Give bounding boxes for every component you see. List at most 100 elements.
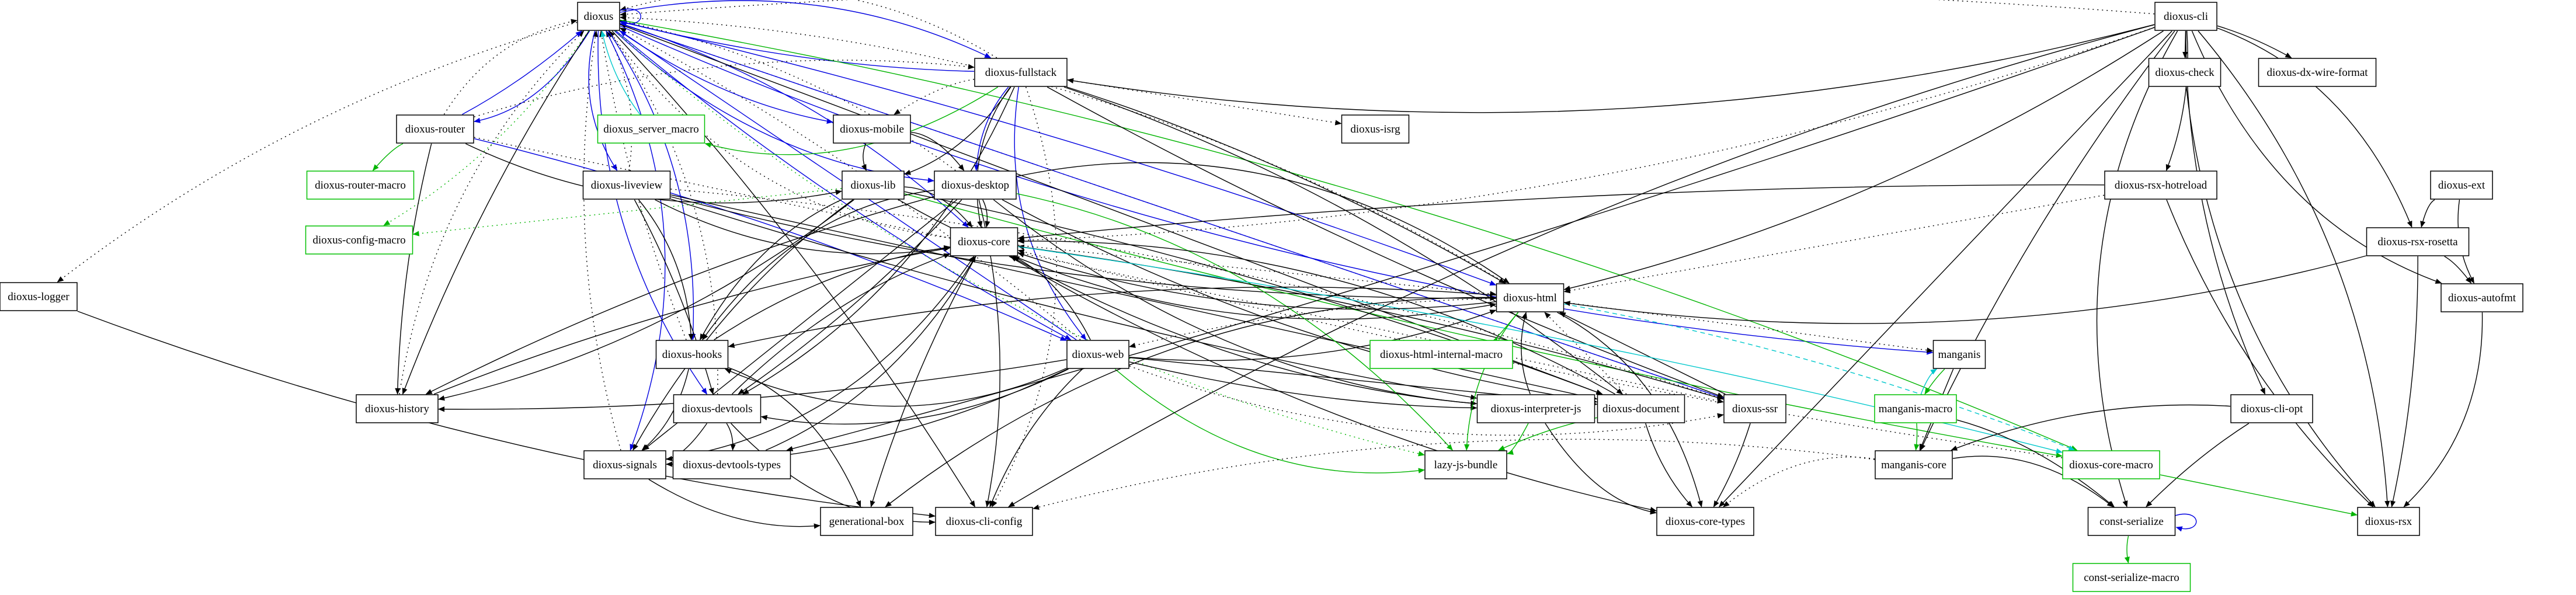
- graph-edge-dioxus-desktop-to-lazy-js-bundle: [1016, 193, 1453, 451]
- graph-edge-dioxus-cli-to-dioxus-core-types: [1719, 30, 2172, 507]
- crate-box: [673, 394, 762, 423]
- graph-edge-dioxus-router-to-dioxus: [443, 19, 578, 115]
- graph-edge-dioxus-web-to-dioxus-hooks: [724, 368, 1067, 407]
- graph-node-dioxus_server_macro: dioxus_server_macro: [597, 114, 705, 144]
- graph-edge-manganis-macro-to-const-serialize: [1956, 419, 2115, 507]
- graph-edge-dioxus-cli-to-dioxus-cli-config: [1008, 24, 2155, 507]
- crate-label-dioxus-html-internal-macro: dioxus-html-internal-macro: [1380, 349, 1503, 361]
- graph-edge-dioxus-router-to-dioxus: [462, 30, 582, 115]
- graph-edge-dioxus-fullstack-to-dioxus-document: [1063, 86, 1624, 395]
- crate-box: [0, 282, 78, 311]
- graph-node-dioxus-dx-wire-format: dioxus-dx-wire-format: [2258, 58, 2377, 87]
- graph-edge-dioxus-mobile-to-dioxus-desktop: [910, 131, 965, 171]
- crate-label-dioxus-core-types: dioxus-core-types: [1666, 516, 1745, 528]
- macro-crate-box: [305, 225, 413, 255]
- graph-edge-dioxus-lib-to-dioxus-signals: [632, 199, 854, 451]
- graph-edge-dioxus-devtools-types-to-dioxus-core: [765, 256, 976, 451]
- crate-box: [582, 171, 671, 200]
- graph-node-dioxus-router-macro: dioxus-router-macro: [306, 171, 415, 200]
- graph-node-dioxus-core: dioxus-core: [950, 227, 1018, 256]
- crate-box: [1597, 394, 1685, 423]
- graph-edge-dioxus-to-dioxus-config-macro: [383, 30, 589, 226]
- graph-edge-dioxus-fullstack-to-dioxus_server_macro: [704, 86, 999, 155]
- crate-box: [1932, 340, 1986, 369]
- graph-edge-dioxus-interpreter-js-to-dioxus-html: [1521, 312, 1531, 395]
- crate-box: [2148, 58, 2222, 87]
- graph-edge-dioxus-desktop-to-dioxus-hooks: [702, 190, 934, 340]
- graph-edge-const-serialize-to-const-serialize: [2175, 513, 2197, 532]
- graph-edge-dioxus-document-to-dioxus-core-types: [1645, 423, 1693, 507]
- crate-label-dioxus-core-macro: dioxus-core-macro: [2069, 459, 2153, 471]
- graph-edge-dioxus-devtools-to-dioxus-signals: [666, 423, 708, 461]
- crate-box: [1424, 450, 1507, 479]
- crate-label-dioxus-isrg: dioxus-isrg: [1350, 123, 1400, 135]
- graph-edge-dioxus-cli-to-manganis-core: [1920, 30, 2175, 451]
- crate-box: [2087, 507, 2176, 536]
- graph-node-dioxus-core-types: dioxus-core-types: [1656, 507, 1754, 536]
- graph-edge-dioxus-to-dioxus-core-macro: [620, 19, 2078, 451]
- graph-edge-dioxus-devtools-to-dioxus-core: [731, 253, 951, 395]
- graph-edge-dioxus-core-to-dioxus-html: [1018, 245, 1497, 297]
- graph-edge-dioxus-web-to-lazy-js-bundle: [1114, 368, 1425, 474]
- graph-node-dioxus-cli-config: dioxus-cli-config: [935, 507, 1033, 536]
- graph-edge-dioxus-desktop-to-dioxus-document: [1002, 199, 1598, 404]
- crate-box: [2441, 283, 2523, 312]
- graph-edge-dioxus-rsx-rosetta-to-dioxus-html: [1563, 255, 2366, 324]
- graph-edge-dioxus-web-to-dioxus-ssr: [1129, 366, 1724, 436]
- graph-edge-dioxus-liveview-to-dioxus-ssr: [670, 189, 1724, 400]
- graph-edge-dioxus-devtools-to-dioxus: [608, 30, 718, 395]
- graph-node-dioxus-isrg: dioxus-isrg: [1341, 114, 1410, 144]
- graph-edge-dioxus-ssr-to-dioxus-html: [1559, 312, 1726, 395]
- graph-node-dioxus-config-macro: dioxus-config-macro: [305, 225, 413, 255]
- graph-edge-dioxus-to-dioxus-liveview: [588, 30, 618, 171]
- graph-edge-dioxus-web-to-dioxus-cli-config: [989, 368, 1083, 507]
- graph-node-lazy-js-bundle: lazy-js-bundle: [1424, 450, 1507, 479]
- graph-edge-manganis-core-to-const-serialize: [1952, 455, 2114, 507]
- crate-label-dioxus-hooks: dioxus-hooks: [662, 349, 722, 361]
- graph-edge-dioxus-hooks-to-dioxus: [599, 30, 687, 340]
- graph-node-dioxus-hooks: dioxus-hooks: [655, 340, 729, 369]
- crate-label-dioxus-document: dioxus-document: [1602, 403, 1680, 415]
- graph-node-manganis-core: manganis-core: [1875, 450, 1953, 479]
- graph-edge-dioxus-check-to-dioxus-rsx: [2185, 86, 2376, 507]
- crate-label-dioxus-liveview: dioxus-liveview: [591, 179, 663, 192]
- crate-label-dioxus-rsx-hotreload: dioxus-rsx-hotreload: [2115, 179, 2207, 192]
- graph-edge-manganis-macro-to-manganis: [1920, 368, 1938, 395]
- crate-box: [1723, 394, 1786, 423]
- graph-edge-dioxus-to-dioxus-devtools: [597, 30, 708, 395]
- graph-edge-dioxus-to-dioxus-core: [620, 23, 969, 228]
- graph-edge-dioxus-document-to-dioxus-html: [1544, 312, 1627, 395]
- graph-edge-dioxus-rsx-rosetta-to-dioxus-rsx: [2390, 256, 2418, 507]
- graph-edge-dioxus-desktop-to-dioxus: [620, 19, 956, 171]
- graph-edge-dioxus-lib-to-dioxus-hooks: [700, 199, 842, 340]
- graph-edge-dioxus-web-to-dioxus-devtools: [760, 368, 1069, 424]
- graph-edge-dioxus-core-macro-to-dioxus-core: [1017, 249, 2063, 458]
- crate-box: [1066, 340, 1129, 369]
- crate-label-lazy-js-bundle: lazy-js-bundle: [1434, 459, 1498, 471]
- crate-box: [583, 450, 666, 479]
- graph-edge-dioxus-router-to-dioxus-fullstack: [474, 60, 975, 117]
- graph-node-dioxus-devtools: dioxus-devtools: [673, 394, 762, 423]
- graph-edge-dioxus-desktop-to-dioxus-core: [982, 199, 990, 228]
- graph-edge-dioxus-ssr-to-dioxus-core-types: [1713, 423, 1751, 507]
- graph-node-dioxus-rsx-hotreload: dioxus-rsx-hotreload: [2104, 171, 2217, 200]
- graph-edge-dioxus-desktop-to-dioxus-devtools: [738, 199, 962, 395]
- graph-edge-dioxus-document-to-dioxus-core: [1017, 238, 1615, 395]
- graph-edge-dioxus-fullstack-to-dioxus-desktop: [974, 86, 1009, 171]
- graph-edge-dioxus-to-dioxus-signals: [606, 30, 666, 451]
- graph-edge-dioxus-cli-to-dioxus: [620, 0, 2155, 17]
- crate-box: [1656, 507, 1754, 536]
- crate-box: [833, 114, 911, 144]
- crate-box: [672, 450, 791, 479]
- crate-label-manganis-core: manganis-core: [1881, 459, 1946, 471]
- graph-edge-dioxus-router-to-dioxus-history: [395, 143, 432, 395]
- crate-box: [1496, 283, 1565, 312]
- crate-box: [1476, 394, 1595, 423]
- crate-box: [935, 507, 1033, 536]
- crate-label-dioxus-devtools: dioxus-devtools: [682, 403, 752, 415]
- graph-node-manganis-macro: manganis-macro: [1874, 394, 1957, 423]
- graph-node-dioxus-ssr: dioxus-ssr: [1723, 394, 1786, 423]
- graph-edge-dioxus-html-to-generational-box: [885, 297, 1496, 507]
- graph-edge-dioxus-to-dioxus-cli-config: [611, 30, 976, 507]
